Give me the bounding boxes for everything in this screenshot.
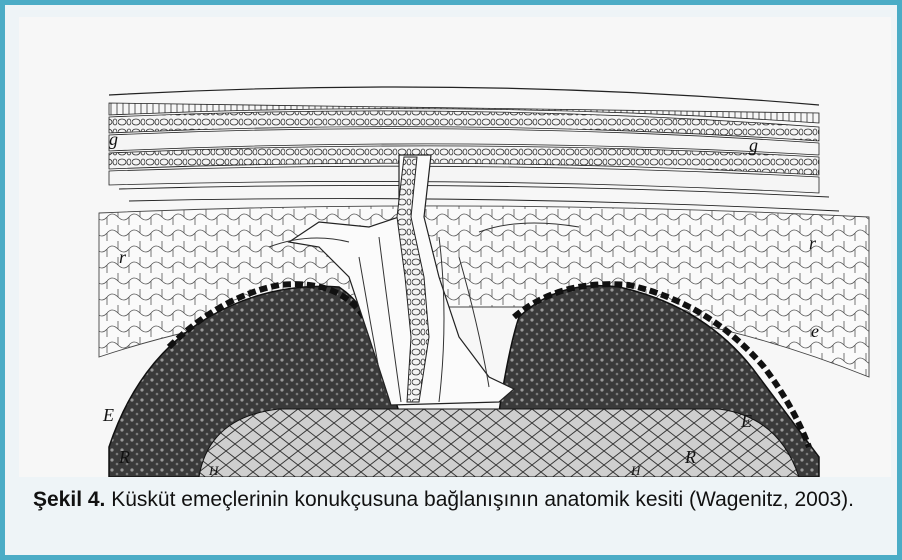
caption-figure-number: Şekil 4. (33, 488, 105, 511)
label-e: e (811, 321, 819, 341)
label-E-right: E (740, 411, 752, 431)
botanical-illustration: g g r r e E E R R H H (19, 17, 891, 477)
label-r-left: r (119, 247, 127, 267)
label-E-left: E (102, 405, 114, 425)
label-r-right: r (809, 233, 817, 253)
caption-text: Küsküt emeçlerinin konukçusuna bağlanışı… (105, 488, 854, 511)
label-g-right: g (749, 135, 758, 155)
label-R-right: R (684, 447, 696, 467)
label-R-left: R (118, 447, 130, 467)
label-H-right: H (630, 463, 641, 477)
figure-caption: Şekil 4. Küsküt emeçlerinin konukçusuna … (33, 487, 873, 513)
label-g-left: g (109, 129, 118, 149)
haustorium-cross-section-drawing: g g r r e E E R R H H (19, 17, 891, 477)
label-H-left: H (208, 463, 219, 477)
